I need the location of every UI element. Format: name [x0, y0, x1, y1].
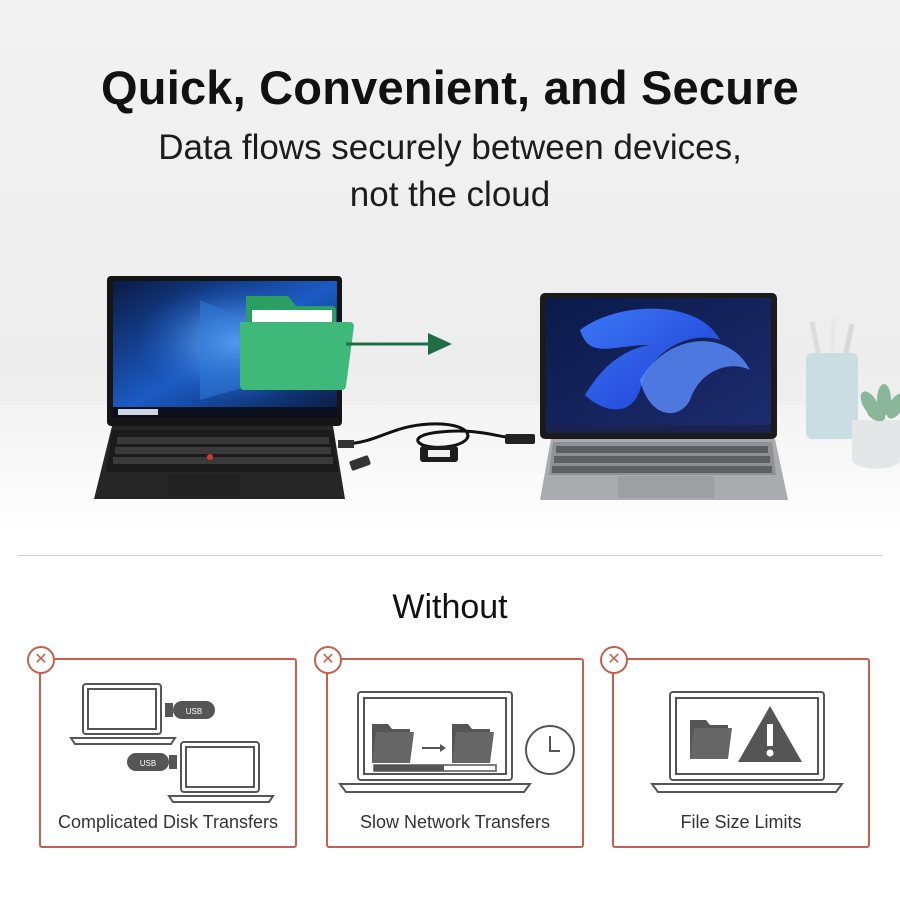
pen-cup	[806, 317, 858, 439]
card-label: File Size Limits	[680, 812, 802, 832]
transfer-cable	[344, 422, 516, 449]
card-label: Slow Network Transfers	[359, 812, 551, 832]
slow-transfer-icon	[338, 691, 575, 793]
usb-tag-left: USB	[186, 707, 202, 716]
subheadline: Data flows securely between devices, not…	[158, 128, 742, 214]
folder-transfer-icon	[240, 296, 452, 390]
section-title: Without	[392, 588, 508, 626]
card-file-size-limits: ✕ File Size Limits	[600, 646, 870, 848]
usb-tag-right: USB	[140, 759, 156, 768]
laptops-scene	[94, 276, 900, 500]
close-x-icon: ✕	[600, 646, 628, 674]
file-limit-icon	[650, 691, 844, 793]
close-x-icon: ✕	[314, 646, 342, 674]
card-complicated-disk-transfers: ✕ USB USB Complicated Disk Transfers	[27, 646, 297, 848]
plant	[852, 384, 900, 469]
card-label: Complicated Disk Transfers	[57, 812, 279, 832]
headline: Quick, Convenient, and Secure	[101, 61, 799, 114]
card-slow-network-transfers: ✕ Slow Network Transfers	[314, 646, 584, 848]
close-x-icon: ✕	[27, 646, 55, 674]
usb-laptops-icon: USB USB	[69, 683, 275, 803]
section-divider	[18, 555, 882, 556]
right-laptop	[540, 293, 788, 500]
